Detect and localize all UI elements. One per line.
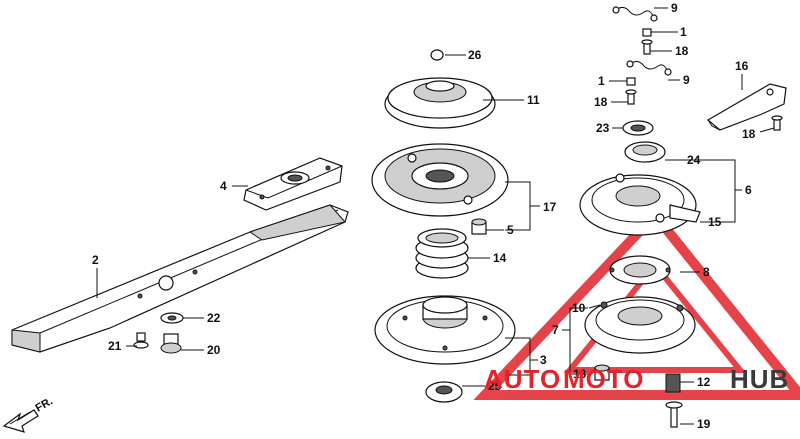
front-direction-label: FR. [34, 395, 55, 414]
bolt-21-part [133, 332, 149, 349]
callout-15: 15 [708, 215, 722, 229]
blade-part [11, 204, 349, 353]
callout-25: 25 [488, 379, 502, 393]
pin-18-middle-part [625, 89, 637, 105]
spring-9-lower-part [626, 60, 672, 76]
bearing-25-part [425, 381, 463, 403]
callout-2: 2 [92, 253, 99, 267]
callout-1-upper: 1 [680, 25, 687, 39]
key-26-part [430, 49, 444, 61]
callout-17: 17 [543, 200, 557, 214]
callout-20: 20 [207, 343, 221, 357]
bearing-24-part [624, 141, 666, 163]
callout-13: 13 [573, 367, 587, 381]
callout-21: 21 [108, 339, 122, 353]
watermark-auto: AUTO [484, 364, 561, 394]
pin-18-right-part [771, 115, 783, 131]
leader-lines [96, 7, 775, 425]
spring-part [415, 228, 469, 279]
callout-5: 5 [507, 223, 514, 237]
nut-12-part [665, 373, 681, 393]
washer-22-part [160, 312, 184, 324]
bushing-1-upper-part [642, 28, 652, 37]
brake-drum-part [584, 296, 696, 354]
pulley-part [384, 77, 496, 129]
lever-16-part [706, 83, 787, 131]
bolt-20-part [160, 333, 182, 354]
bolt-19-part [665, 401, 683, 428]
callout-19: 19 [697, 417, 711, 431]
bushing-1-lower-part [626, 77, 636, 86]
callout-26: 26 [468, 48, 482, 62]
callout-1-lower: 1 [598, 74, 605, 88]
watermark-logo: AUTO MOTO HUB [484, 364, 789, 394]
callout-11: 11 [527, 93, 540, 107]
callout-8: 8 [703, 265, 710, 279]
watermark-moto: MOTO [563, 364, 645, 394]
blade-hub-part [374, 295, 516, 365]
callout-3: 3 [540, 353, 547, 367]
blade-holder-part [243, 157, 343, 211]
callout-24: 24 [687, 153, 701, 167]
spring-9-upper-part [612, 6, 658, 22]
clutch-plate-part [371, 143, 509, 217]
callout-22: 22 [207, 311, 221, 325]
callout-labels: 4 2 26 11 17 5 14 22 21 20 3 25 9 1 18 9… [92, 1, 756, 431]
collar-5-part [471, 218, 487, 235]
pin-18-upper-part [641, 39, 653, 55]
brake-housing-part [579, 173, 701, 236]
callout-12: 12 [697, 375, 711, 389]
callout-9-upper: 9 [671, 1, 678, 15]
callout-18-upper: 18 [675, 44, 689, 58]
callout-18-middle: 18 [594, 95, 608, 109]
callout-16: 16 [735, 59, 749, 73]
callout-4: 4 [220, 179, 227, 193]
callout-10: 10 [572, 301, 586, 315]
callout-18-right: 18 [742, 127, 756, 141]
callout-7: 7 [552, 323, 559, 337]
callout-9-lower: 9 [683, 73, 690, 87]
callout-6: 6 [745, 183, 752, 197]
bearing-23-part [622, 120, 654, 136]
front-direction-arrow: FR. [2, 395, 55, 433]
callout-14: 14 [493, 251, 507, 265]
plate-8-part [609, 255, 671, 285]
callout-23: 23 [596, 121, 610, 135]
watermark-hub: HUB [730, 364, 789, 394]
collar-13-part [594, 364, 610, 381]
